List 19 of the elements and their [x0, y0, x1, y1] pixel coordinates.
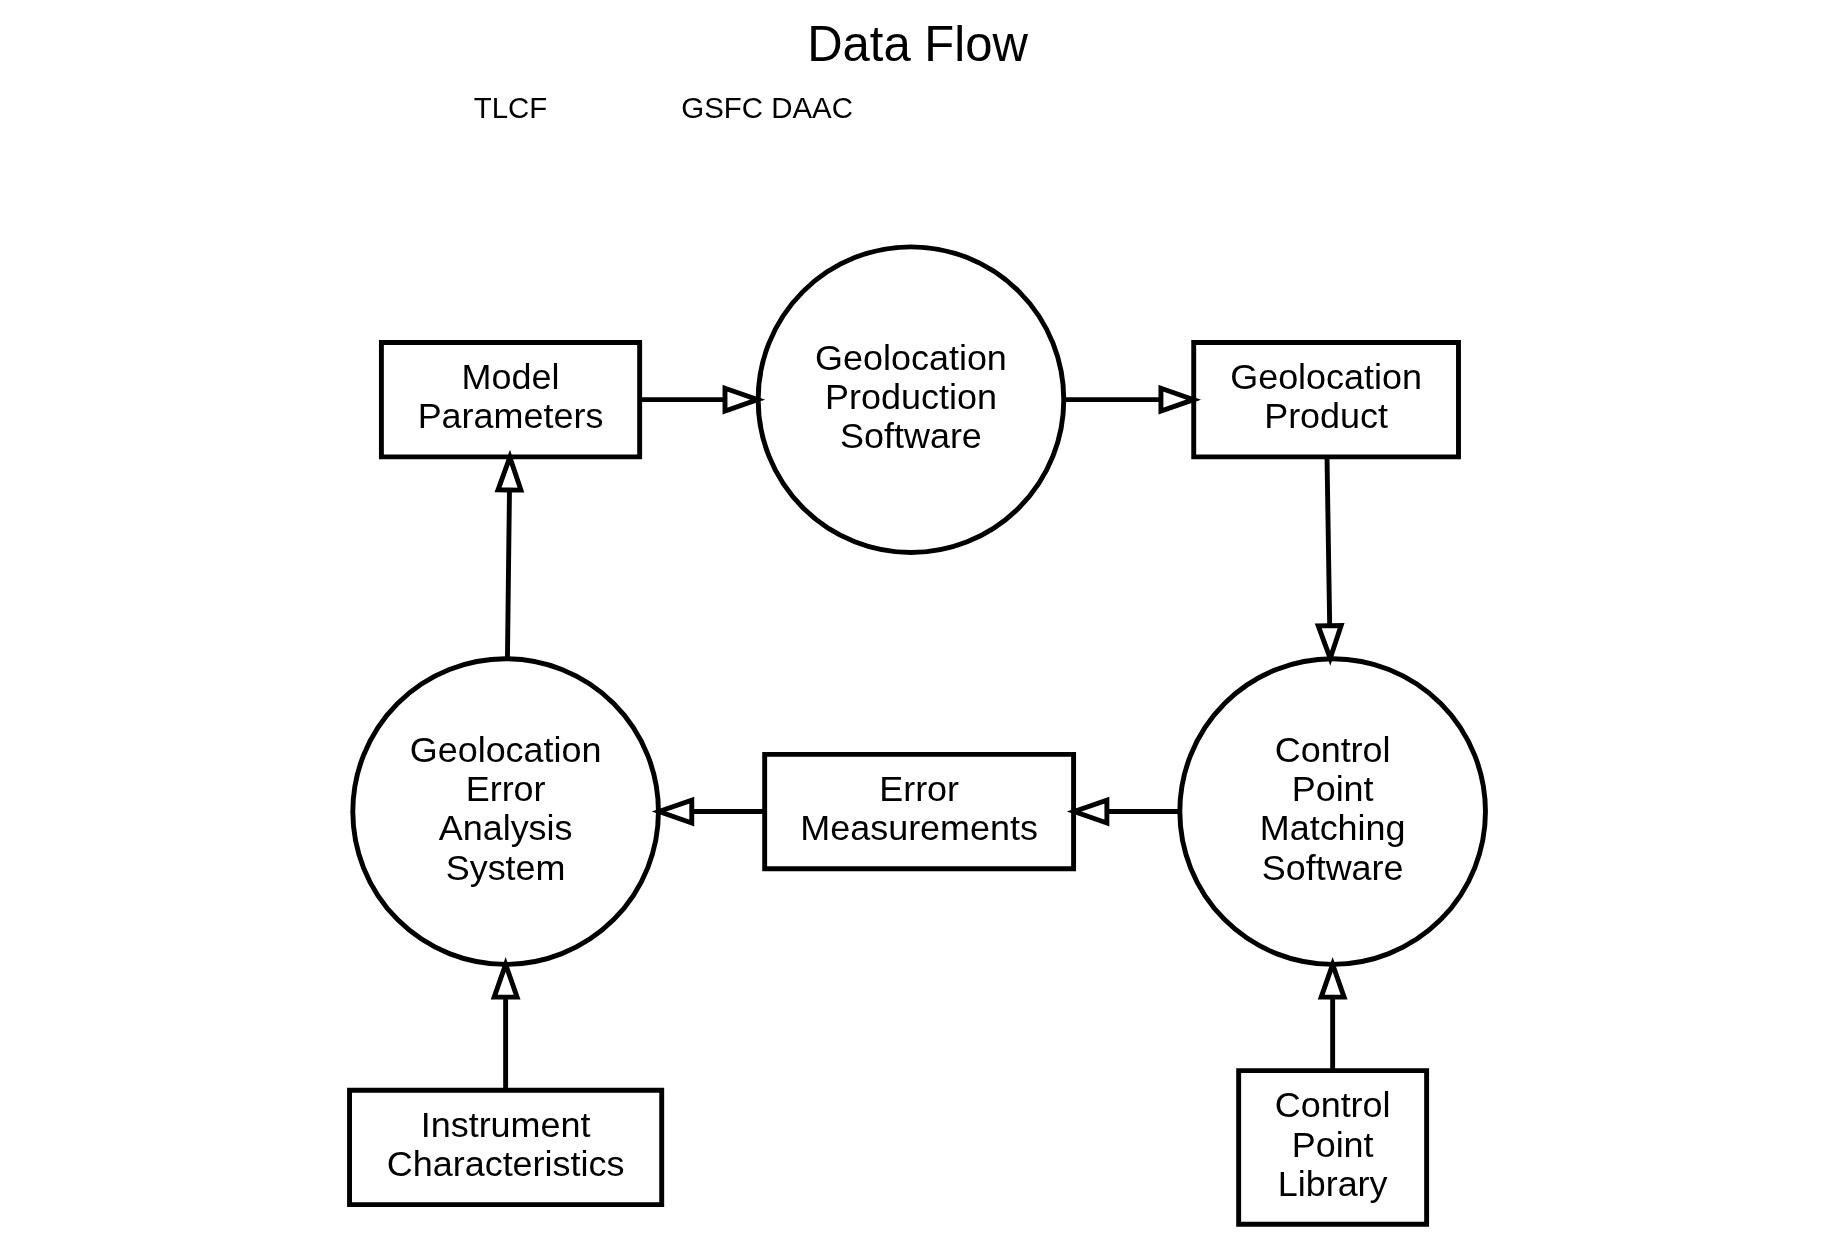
label: GSFC DAAC — [681, 91, 853, 125]
node-circle: Geolocation Production Software — [755, 244, 1067, 555]
arrow — [1314, 457, 1345, 666]
diagram-title: Data Flow — [807, 16, 1028, 71]
arrow — [1317, 957, 1348, 1071]
node-box: Control Point Library — [1236, 1068, 1430, 1227]
arrow — [640, 384, 766, 415]
node-box: Error Measurements — [762, 751, 1077, 872]
arrow — [1066, 796, 1180, 827]
label: TLCF — [473, 91, 548, 125]
node-box: Model Parameters — [378, 340, 643, 460]
node-circle: Control Point Matching Software — [1177, 656, 1488, 967]
node-box: Geolocation Product — [1191, 340, 1461, 460]
arrow — [494, 449, 525, 659]
node-box: Instrument Characteristics — [347, 1087, 665, 1208]
node-circle: Geolocation Error Analysis System — [350, 656, 661, 967]
arrow — [1064, 384, 1202, 415]
arrow — [651, 796, 765, 827]
arrow — [490, 957, 521, 1090]
